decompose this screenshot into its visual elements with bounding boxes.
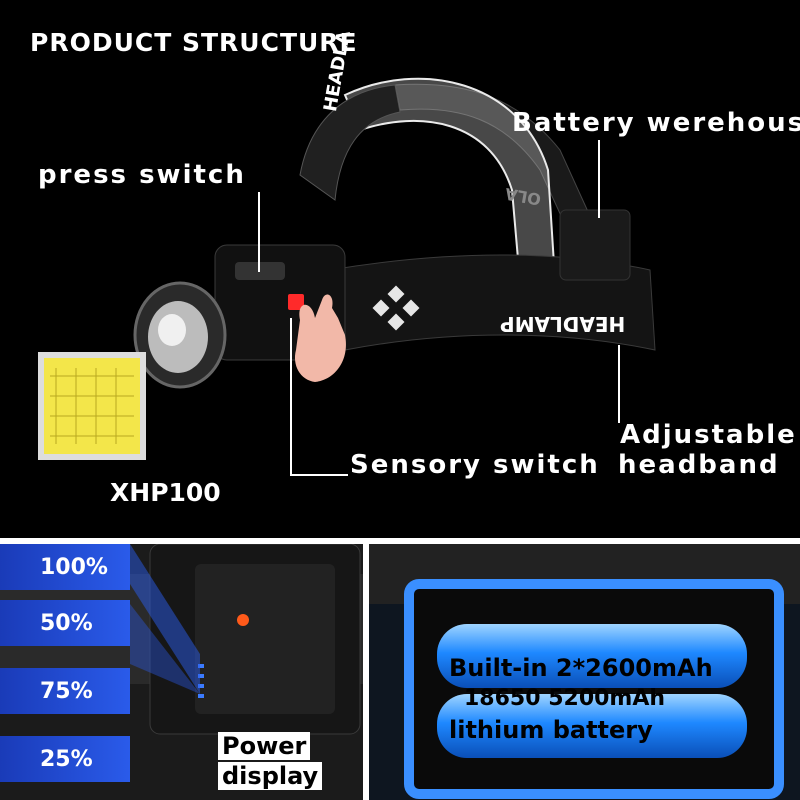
leader-press-switch [258, 192, 260, 272]
power-level-75: 75% [0, 668, 130, 714]
label-chip: XHP100 [110, 478, 221, 507]
leader-adjustable-v [618, 345, 620, 423]
power-display-panel: 100% 50% 75% 25% Power display [0, 544, 363, 800]
leader-sensory-v [290, 318, 292, 476]
battery-art [369, 544, 800, 799]
power-display-line1: Power [218, 732, 311, 760]
divider-horizontal [0, 538, 800, 544]
leader-battery [598, 140, 600, 218]
battery-panel: Built-in 2*2600mAh 18650 5200mAh lithium… [369, 544, 800, 800]
label-press-switch: press switch [38, 160, 246, 190]
power-level-100: 100% [0, 544, 130, 590]
power-level-25: 25% [0, 736, 130, 782]
label-battery-warehouse: Battery werehous [512, 108, 800, 138]
battery-info-line3: lithium battery [449, 716, 653, 744]
divider-vertical [363, 544, 369, 800]
battery-info-line2: 18650 5200mAh [464, 686, 666, 711]
headlamp-illustration [38, 77, 656, 460]
label-headband: headband [618, 450, 780, 480]
label-sensory-switch: Sensory switch [350, 450, 600, 480]
power-display-line2: display [218, 762, 323, 790]
page-title: PRODUCT STRUCTURE [30, 28, 358, 57]
power-level-50: 50% [0, 600, 130, 646]
label-adjustable: Adjustable [620, 420, 797, 450]
leader-sensory-h [290, 474, 348, 476]
product-structure-panel: PRODUCT STRUCTURE [30, 28, 800, 507]
battery-info-line1: Built-in 2*2600mAh [449, 654, 713, 682]
strap-text-front: HEADLAMP [500, 312, 626, 336]
band-text: OLA [503, 183, 543, 209]
